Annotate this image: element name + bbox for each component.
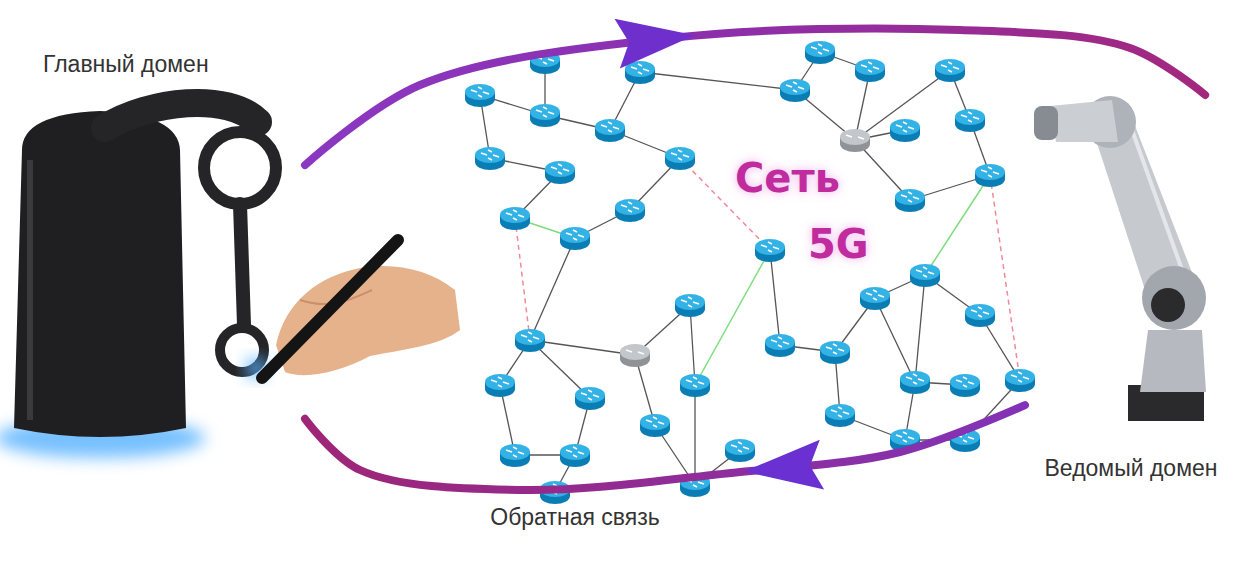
- router-icon: [515, 329, 545, 352]
- pen: [262, 240, 398, 378]
- robot-body: [1140, 330, 1206, 392]
- router-icon: [955, 109, 985, 132]
- network-link: [695, 250, 770, 385]
- router-icon: [675, 294, 705, 317]
- robot-joint-core: [1151, 288, 1185, 322]
- flow-arc: [305, 10, 1205, 165]
- router-icon: [895, 189, 925, 212]
- robot-forearm: [1050, 100, 1118, 142]
- router-icon: [560, 444, 590, 467]
- router-icon: [780, 79, 810, 102]
- router-icon: [475, 147, 505, 170]
- router-icon: [560, 227, 590, 250]
- device-body: [14, 111, 186, 437]
- network-link: [915, 275, 925, 382]
- router-icon: [575, 387, 605, 410]
- network-link: [694, 385, 695, 485]
- flow-arc: [305, 405, 1025, 496]
- router-icon: [860, 287, 890, 310]
- router-icon: [900, 371, 930, 394]
- router-icon: [805, 41, 835, 64]
- router-icon: [595, 119, 625, 142]
- router-icon: [965, 304, 995, 327]
- network-link: [925, 175, 990, 275]
- network-title: Сеть 5G: [808, 145, 908, 277]
- haptic-device: [0, 103, 460, 458]
- network-link: [770, 250, 780, 345]
- network-links: [480, 52, 1020, 492]
- domain-label: Ведомый домен: [1045, 455, 1218, 482]
- router-icon: [500, 207, 530, 230]
- domain-box: Ведомый домен: [1025, 95, 1237, 490]
- router-icon: [935, 59, 965, 82]
- router-icon: [500, 444, 530, 467]
- router-icon: [465, 84, 495, 107]
- router-icon: [975, 164, 1005, 187]
- network-link: [640, 72, 795, 90]
- router-icon: [640, 414, 670, 437]
- router-icon: [820, 341, 850, 364]
- router-icon: [545, 161, 575, 184]
- network-link: [990, 175, 1020, 380]
- router-icon: [725, 439, 755, 462]
- robot-head: [1034, 106, 1058, 140]
- arrow-head: [614, 10, 697, 68]
- router-icon: [620, 344, 650, 367]
- flow-arc-line: [305, 405, 1025, 490]
- router-icon: [765, 334, 795, 357]
- network-link: [530, 340, 635, 355]
- robot-arm: [1034, 96, 1206, 421]
- arrow-head: [742, 440, 824, 497]
- network-link: [515, 218, 530, 340]
- network-link: [690, 305, 695, 385]
- router-icon: [625, 61, 655, 84]
- router-icon: [855, 59, 885, 82]
- device-arm: [105, 103, 258, 128]
- flow-arc-line: [305, 28, 1205, 165]
- domain-box: Главный домен: [15, 45, 305, 465]
- hand: [276, 266, 460, 375]
- router-icon: [530, 104, 560, 127]
- router-icon: [840, 129, 870, 152]
- router-icon: [825, 404, 855, 427]
- device-ring: [204, 132, 276, 204]
- router-icon: [950, 374, 980, 397]
- router-icon: [665, 147, 695, 170]
- device-highlight: [27, 160, 33, 420]
- router-icon: [680, 374, 710, 397]
- stylus-holder: [240, 204, 244, 325]
- router-icon: [1005, 369, 1035, 392]
- edge-label: Обратная связь: [486, 504, 663, 531]
- robot-joint: [1142, 266, 1206, 330]
- network-link: [875, 298, 915, 382]
- router-icon: [615, 199, 645, 222]
- router-icon: [755, 239, 785, 262]
- router-icon: [890, 119, 920, 142]
- router-icon: [910, 264, 940, 287]
- network-green-links: [515, 175, 990, 385]
- router-icon: [485, 374, 515, 397]
- domain-label: Главный домен: [43, 51, 209, 78]
- network-link: [530, 238, 575, 340]
